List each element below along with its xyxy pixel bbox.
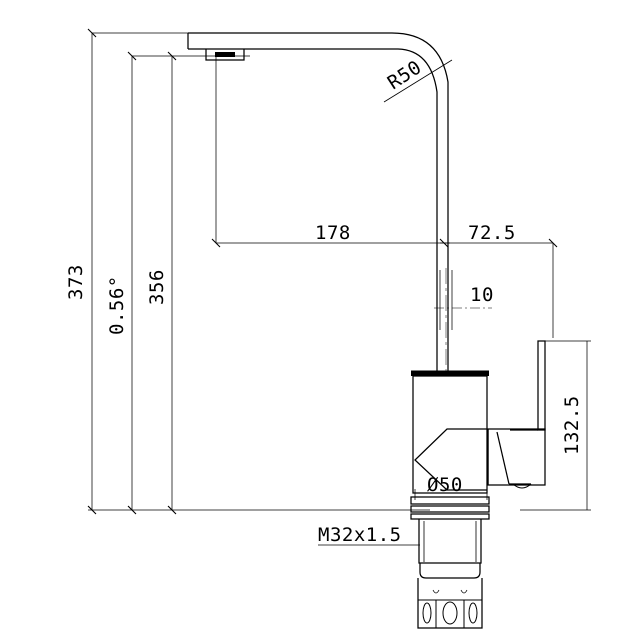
supply-hole-center	[442, 601, 458, 625]
lever-handle-inner-edge	[496, 431, 510, 485]
lever-handle-block	[487, 428, 546, 486]
label-corner-radius: R50	[384, 56, 426, 94]
label-body-diameter: Ø50	[427, 474, 463, 496]
lever-handle-knob	[512, 483, 532, 489]
tick-angle-bottom	[127, 505, 137, 515]
label-angle: 0.56°	[106, 275, 128, 335]
dimension-labels: 373 0.56° 356 178 72.5 10 132.5 Ø50 M32x…	[65, 56, 583, 546]
label-handle-height: 132.5	[561, 395, 583, 455]
leader-line-r50	[383, 59, 453, 103]
swivel-wedge	[414, 428, 487, 491]
lever-handle-plate	[537, 340, 546, 431]
supply-housing	[417, 578, 483, 629]
tick-angle-top	[127, 51, 137, 61]
dimension-network	[87, 28, 591, 546]
supply-hole-right	[468, 602, 478, 624]
label-offset: 72.5	[468, 222, 516, 244]
mount-washer-3	[410, 513, 490, 520]
tick-178-left	[211, 238, 221, 248]
label-reach: 178	[315, 222, 351, 244]
mount-washer-2	[410, 505, 490, 513]
faucet-outline	[187, 32, 546, 629]
supply-hole-left	[422, 602, 432, 624]
body-top-collar	[411, 371, 489, 376]
tick-356-top	[167, 51, 177, 61]
aerator-icon	[215, 52, 235, 57]
tick-373-top	[87, 28, 97, 38]
label-total-height: 373	[65, 264, 87, 300]
supply-notch-left	[432, 589, 440, 594]
threaded-shank	[418, 519, 482, 564]
supply-base	[419, 563, 481, 579]
spout-nozzle-housing	[205, 49, 245, 61]
label-tube-diameter: 10	[470, 284, 494, 306]
tick-725-right	[548, 238, 558, 248]
spout-outer-curve	[391, 32, 449, 372]
tick-373-bottom	[87, 505, 97, 515]
mount-washer-1	[410, 496, 490, 505]
label-spout-height: 356	[146, 269, 168, 305]
label-thread-spec: M32x1.5	[318, 524, 402, 546]
supply-notch-right	[460, 589, 468, 594]
spout-inner-curve	[397, 48, 438, 372]
tick-356-bottom	[167, 505, 177, 515]
